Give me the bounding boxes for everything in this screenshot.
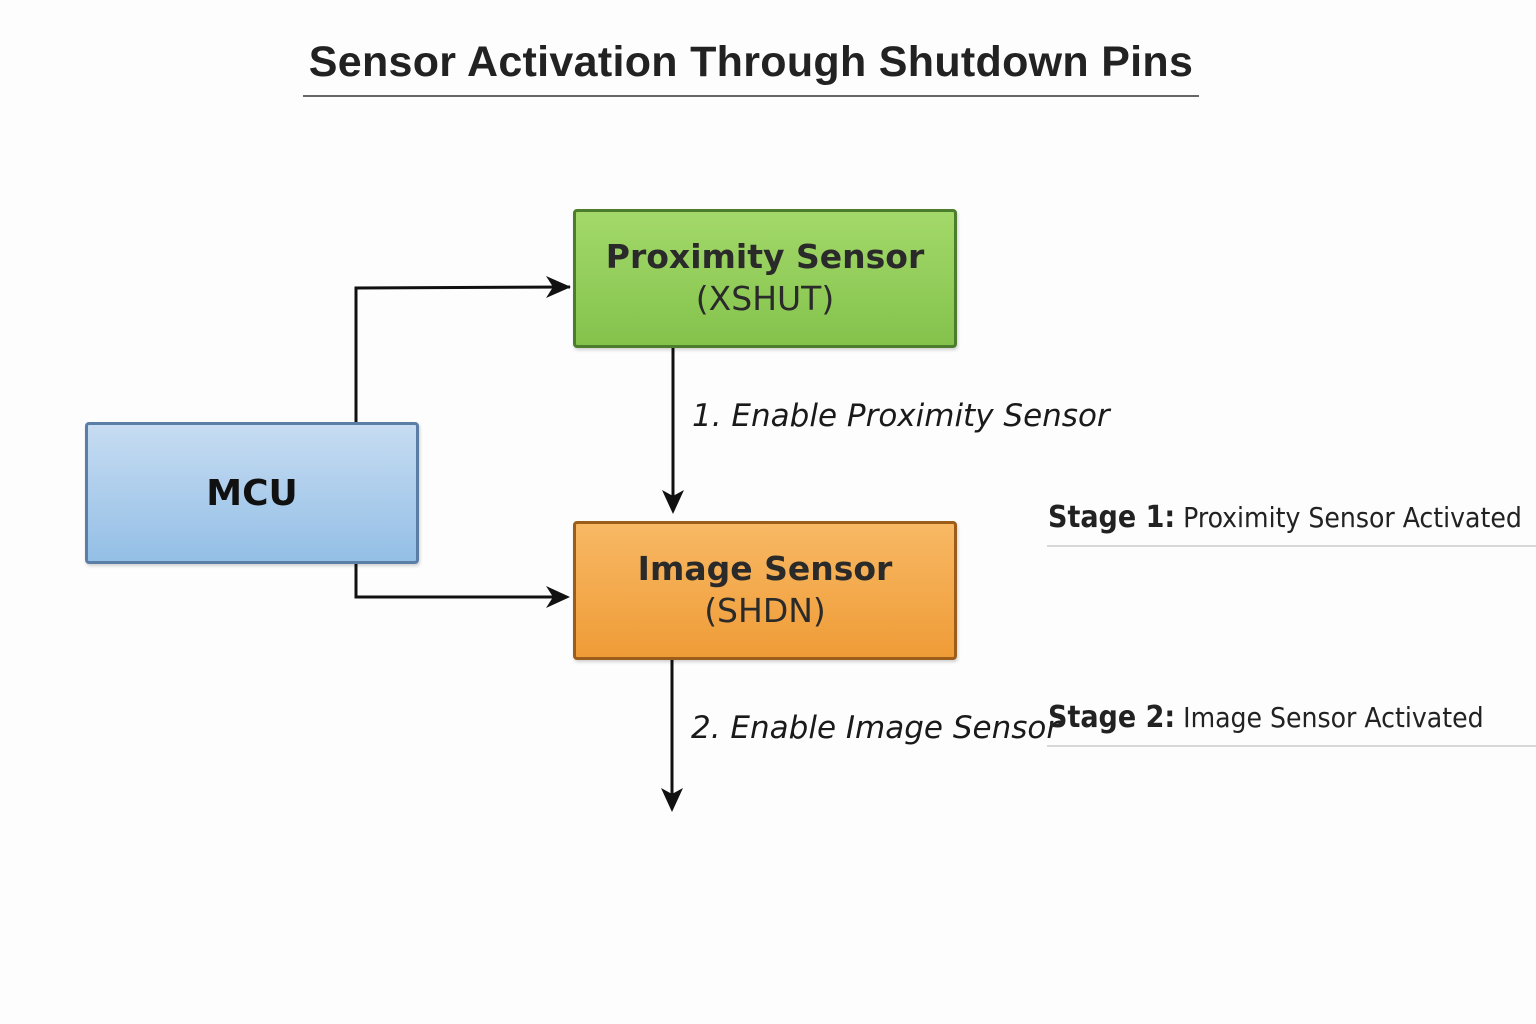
image-sensor-node: Image Sensor (SHDN) [573, 521, 957, 660]
title-underline [303, 95, 1199, 97]
stage-2-title: Stage 2: [1048, 700, 1176, 735]
connector-mcu-to-proximity [354, 285, 571, 422]
image-sensor-label: Image Sensor [637, 548, 893, 588]
stage-2-divider [1047, 745, 1536, 747]
mcu-label: MCU [206, 472, 298, 514]
image-sensor-pin: (SHDN) [704, 590, 826, 630]
stage-2-text: Image Sensor Activated [1183, 701, 1484, 734]
proximity-sensor-node: Proximity Sensor (XSHUT) [573, 209, 957, 348]
connector-mcu-to-image [354, 564, 566, 599]
step-1-label: 1. Enable Proximity Sensor [692, 398, 1110, 434]
step-2-label: 2. Enable Image Sensor [691, 710, 1060, 746]
arrowhead-mcu-to-proximity [546, 276, 571, 298]
arrowhead-proximity-to-image [662, 490, 684, 514]
proximity-sensor-pin: (XSHUT) [695, 278, 835, 318]
stage-2-note: Stage 2: Image Sensor Activated [1048, 700, 1536, 735]
stage-1-divider [1047, 545, 1536, 547]
diagram-title: Sensor Activation Through Shutdown Pins [308, 38, 1194, 86]
arrowhead-mcu-to-image [546, 586, 570, 608]
stage-1-title: Stage 1: [1048, 500, 1176, 535]
proximity-sensor-label: Proximity Sensor [605, 236, 925, 276]
stage-1-text: Proximity Sensor Activated [1183, 501, 1522, 534]
arrowhead-image-output [661, 788, 683, 812]
stage-1-note: Stage 1: Proximity Sensor Activated [1048, 500, 1536, 535]
mcu-node: MCU [85, 422, 419, 564]
